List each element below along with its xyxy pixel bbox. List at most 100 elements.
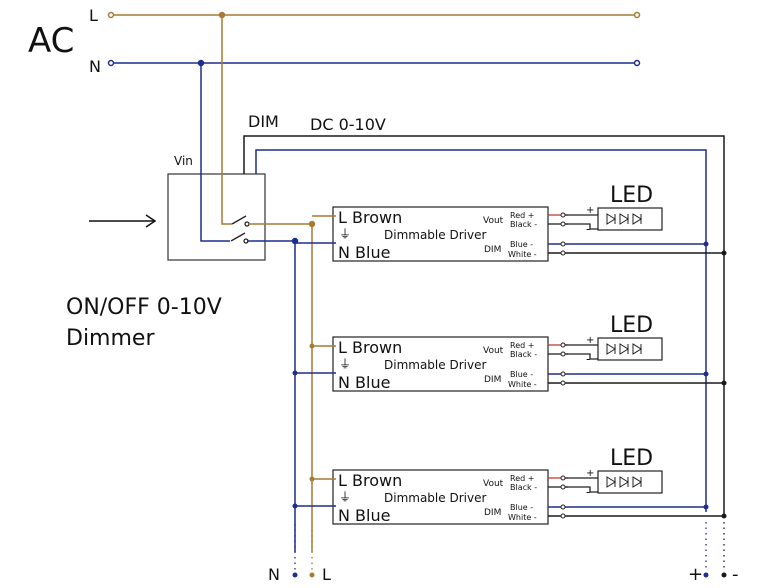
- led-module: [597, 207, 663, 231]
- terminal-dot: [560, 351, 566, 357]
- dc-signal-label: DC 0-10V: [310, 115, 386, 134]
- led-diode-icon: [619, 213, 629, 225]
- driver-dim-label: DIM: [484, 375, 501, 385]
- terminal-dot: [560, 221, 566, 227]
- ac-neutral-wire: [107, 59, 641, 67]
- terminal-dot: [560, 475, 566, 481]
- dimmer-name-line2: Dimmer: [66, 326, 155, 351]
- led-minus-sign: -: [586, 222, 590, 236]
- junction-dot: [292, 503, 298, 509]
- dim-signal-wires: [243, 135, 725, 514]
- led-label: LED: [610, 313, 653, 338]
- ac-line-wire: [107, 11, 641, 19]
- driver-n-blue-label: N Blue: [338, 243, 390, 262]
- dim-white-label: White -: [508, 513, 537, 522]
- junction-dot: [721, 380, 727, 386]
- vin-label: Vin: [174, 154, 193, 168]
- dim-blue-label: Blue -: [510, 370, 533, 379]
- dimmable-driver-box: [332, 206, 549, 262]
- terminal-dot: [560, 212, 566, 218]
- led-minus-wire: [565, 486, 598, 493]
- ground-icon: ⏚: [339, 227, 351, 241]
- led-diode-icon: [632, 343, 642, 355]
- led-minus-sign: -: [586, 485, 590, 499]
- junction-dot: [309, 476, 315, 482]
- feeder-dotted-tail: [294, 522, 725, 570]
- dim-white-label: White -: [508, 380, 537, 389]
- junction-dot: [721, 250, 727, 256]
- terminal-dot: [560, 241, 566, 247]
- dim-blue-label: Blue -: [510, 240, 533, 249]
- led-minus-wire: [565, 353, 598, 360]
- out-red-label: Red +: [510, 211, 534, 220]
- driver-l-brown-label: L Brown: [338, 471, 402, 490]
- led-label: LED: [610, 446, 653, 471]
- driver-l-brown-label: L Brown: [338, 208, 402, 227]
- led-diode-icon: [606, 476, 616, 488]
- terminal-dot: [560, 371, 566, 377]
- driver-title: Dimmable Driver: [384, 358, 486, 372]
- dimmer-name-line1: ON/OFF 0-10V: [66, 295, 222, 320]
- driver-n-blue-label: N Blue: [338, 506, 390, 525]
- bottom-n-terminal: [292, 572, 298, 578]
- driver-dim-label: DIM: [484, 508, 501, 518]
- bottom-minus-terminal: [721, 572, 727, 578]
- terminal-dot: [560, 250, 566, 256]
- ac-line-label: L: [89, 6, 98, 25]
- junction-dot: [292, 370, 298, 376]
- led-minus-sign: -: [586, 352, 590, 366]
- led-diode-icon: [632, 476, 642, 488]
- bottom-l-terminal: [309, 572, 315, 578]
- driver-title: Dimmable Driver: [384, 491, 486, 505]
- led-plus-sign: +: [586, 335, 594, 346]
- switched-feeders: [247, 220, 316, 552]
- terminal-dot: [560, 342, 566, 348]
- junction-dot: [721, 513, 727, 519]
- dimmer-box: [167, 173, 266, 261]
- driver-vout-label: Vout: [483, 479, 504, 489]
- led-diode-icon: [632, 213, 642, 225]
- driver-vout-label: Vout: [483, 346, 504, 356]
- dim-white-label: White -: [508, 250, 537, 259]
- ac-title: AC: [28, 21, 74, 61]
- out-black-label: Black -: [510, 483, 537, 492]
- driver-l-brown-label: L Brown: [338, 338, 402, 357]
- driver-title: Dimmable Driver: [384, 228, 486, 242]
- out-black-label: Black -: [510, 220, 537, 229]
- terminal-dot: [560, 504, 566, 510]
- dim-label: DIM: [248, 112, 279, 131]
- terminal-dot: [560, 513, 566, 519]
- led-diode-icon: [606, 213, 616, 225]
- dim-blue-label: Blue -: [510, 503, 533, 512]
- led-label: LED: [610, 183, 653, 208]
- led-minus-wire: [565, 223, 598, 230]
- junction-dot: [703, 241, 709, 247]
- led-diode-icon: [619, 476, 629, 488]
- out-red-label: Red +: [510, 341, 534, 350]
- dimmer-feed-wires: [200, 15, 232, 242]
- junction-dot: [703, 371, 709, 377]
- dimmable-driver-box: [332, 336, 549, 392]
- ground-icon: ⏚: [339, 357, 351, 371]
- led-module: [597, 470, 663, 494]
- led-plus-sign: +: [586, 205, 594, 216]
- driver-n-blue-label: N Blue: [338, 373, 390, 392]
- terminal-dot: [560, 484, 566, 490]
- bottom-l-label: L: [322, 565, 331, 584]
- ground-icon: ⏚: [339, 490, 351, 504]
- dimmable-driver-box: [332, 469, 549, 525]
- bottom-minus-label: -: [732, 564, 739, 585]
- junction-dot: [309, 343, 315, 349]
- bottom-plus-terminal: [703, 572, 709, 578]
- led-diode-icon: [606, 343, 616, 355]
- bottom-plus-label: +: [688, 564, 703, 585]
- led-plus-sign: +: [586, 468, 594, 479]
- terminal-dot: [560, 380, 566, 386]
- led-module: [597, 337, 663, 361]
- junction-dot: [703, 504, 709, 510]
- out-red-label: Red +: [510, 474, 534, 483]
